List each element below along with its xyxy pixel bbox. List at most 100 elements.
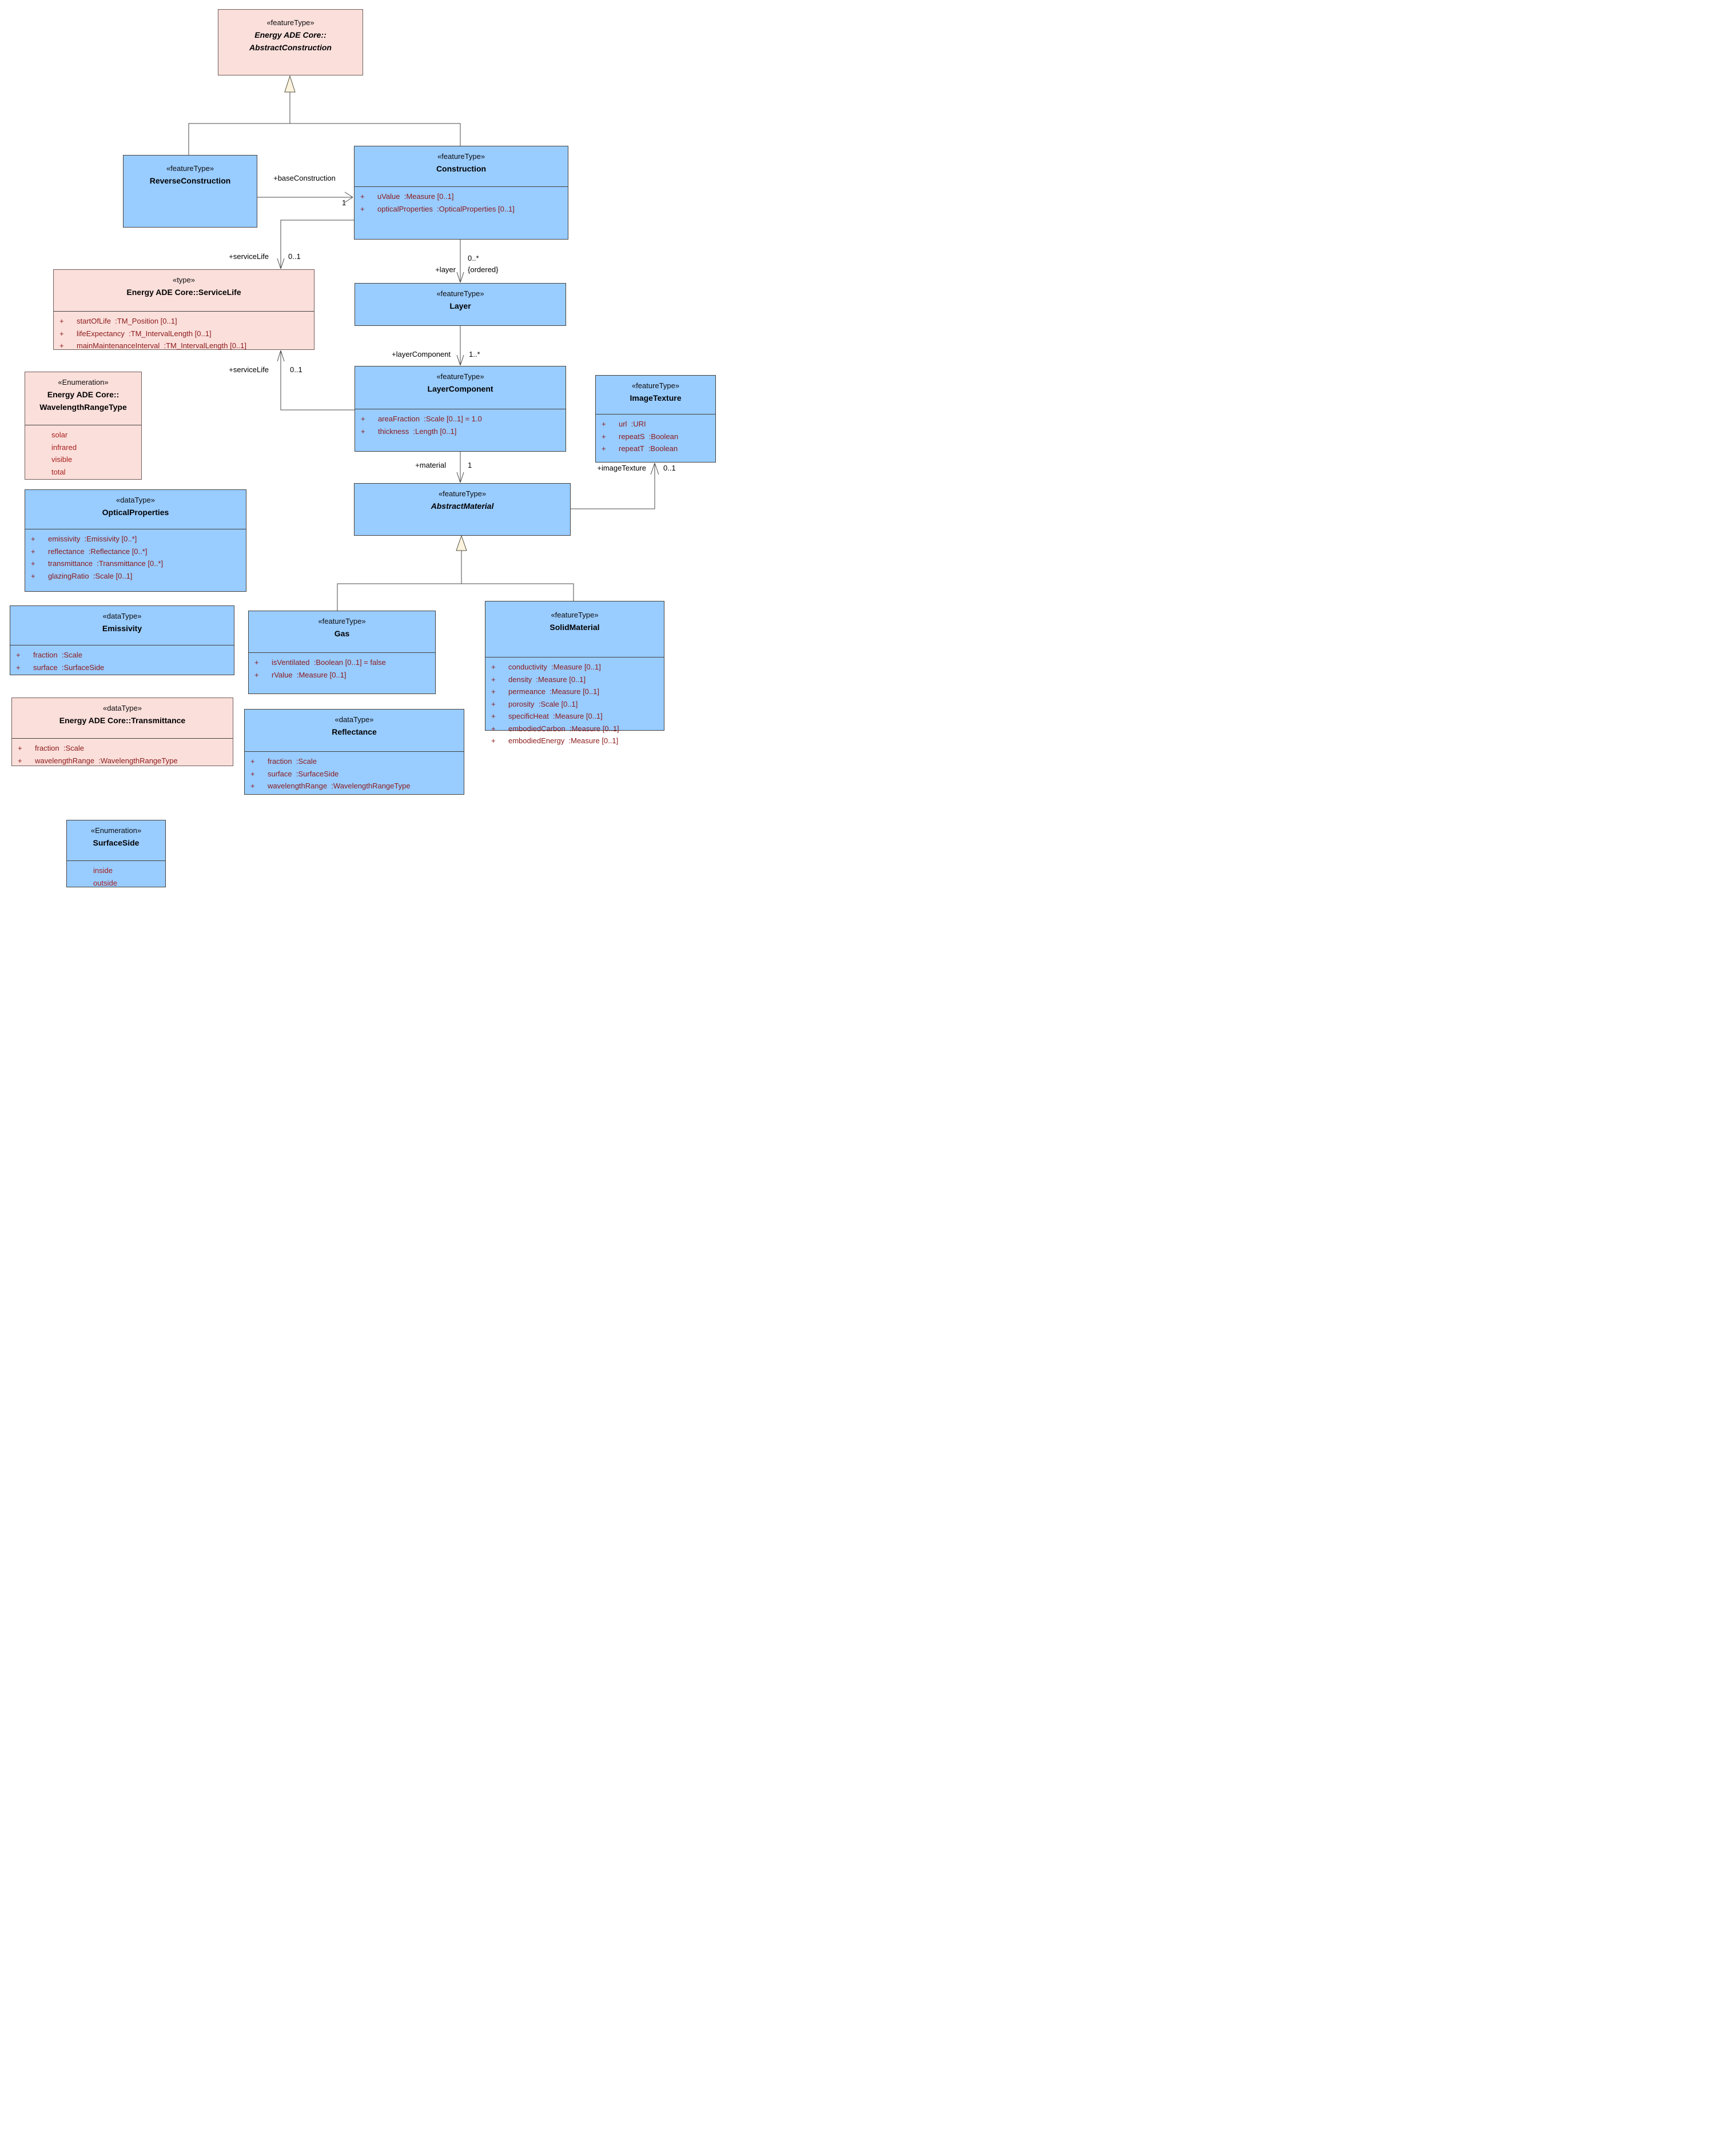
attribute-text: fraction :Scale xyxy=(33,651,82,659)
attribute-text: surface :SurfaceSide xyxy=(268,769,339,778)
visibility-sign: + xyxy=(491,675,496,684)
association-material xyxy=(456,452,464,483)
class-gas[interactable]: «featureType» Gas +isVentilated :Boolean… xyxy=(248,611,436,694)
attribute-row: + embodiedCarbon :Measure [0..1] xyxy=(485,723,664,735)
class-header: «featureType» Layer xyxy=(355,284,566,312)
class-header: «featureType» Gas xyxy=(249,611,435,652)
class-layer[interactable]: «featureType» Layer xyxy=(355,283,566,326)
attribute-row: +embodiedEnergy :Measure [0..1] xyxy=(485,735,664,747)
visibility-sign: + xyxy=(250,769,255,778)
attribute-text: opticalProperties :OpticalProperties [0.… xyxy=(377,204,515,213)
class-service-life[interactable]: «type» Energy ADE Core::ServiceLife +sta… xyxy=(53,269,314,350)
stereotype: «dataType» xyxy=(102,612,142,620)
class-name: Gas xyxy=(334,629,350,638)
class-abstract-material[interactable]: «featureType» AbstractMaterial xyxy=(354,483,571,536)
association-imagetexture xyxy=(571,463,659,509)
class-header: «type» Energy ADE Core::ServiceLife xyxy=(54,270,314,311)
visibility-sign: + xyxy=(361,427,365,436)
attribute-text: repeatS :Boolean xyxy=(619,432,679,441)
class-emissivity[interactable]: «dataType» Emissivity +fraction :Scale +… xyxy=(10,605,234,675)
class-transmittance[interactable]: «dataType» Energy ADE Core::Transmittanc… xyxy=(11,698,233,766)
attribute-text: fraction :Scale xyxy=(35,744,84,752)
attribute-row: +reflectance :Reflectance [0..*] xyxy=(25,545,246,558)
stereotype: «featureType» xyxy=(266,18,314,27)
attribute-row: + specificHeat :Measure [0..1] xyxy=(485,710,664,723)
attribute-text: wavelengthRange :WavelengthRangeType xyxy=(35,756,178,765)
visibility-sign: + xyxy=(602,432,606,441)
enumeration-surface-side[interactable]: «Enumeration» SurfaceSide inside outside xyxy=(66,820,166,887)
class-solid-material[interactable]: «featureType» SolidMaterial +conductivit… xyxy=(485,601,664,745)
attribute-compartment: +fraction :Scale +surface :SurfaceSide +… xyxy=(245,751,464,794)
stereotype: «featureType» xyxy=(436,372,484,381)
attribute-compartment: +url :URI +repeatS :Boolean +repeatT :Bo… xyxy=(596,414,715,462)
attribute-compartment: +isVentilated :Boolean [0..1] = false +r… xyxy=(249,652,435,694)
attribute-row: + repeatS :Boolean xyxy=(596,431,715,443)
attribute-text: surface :SurfaceSide xyxy=(33,663,105,672)
enum-literal: total xyxy=(51,467,66,476)
stereotype: «featureType» xyxy=(437,152,485,161)
attribute-compartment: + fraction :Scale + surface :SurfaceSide xyxy=(10,645,234,675)
attribute-text: specificHeat :Measure [0..1] xyxy=(508,712,603,720)
association-servicelife-bottom xyxy=(277,350,355,411)
attribute-row: +lifeExpectancy :TM_IntervalLength [0..1… xyxy=(54,328,314,340)
attribute-row: +uValue :Measure [0..1] xyxy=(355,190,568,203)
attribute-text: emissivity :Emissivity [0..*] xyxy=(48,535,137,543)
visibility-sign: + xyxy=(491,724,496,733)
stereotype: «featureType» xyxy=(436,289,484,298)
visibility-sign: + xyxy=(491,712,496,720)
class-name: Layer xyxy=(449,301,471,310)
class-header: «featureType» Energy ADE Core:: Abstract… xyxy=(218,10,363,54)
visibility-sign: + xyxy=(491,736,496,745)
attribute-compartment: +conductivity :Measure [0..1] +density :… xyxy=(485,657,664,747)
class-abstract-construction[interactable]: «featureType» Energy ADE Core:: Abstract… xyxy=(218,9,363,75)
class-layer-component[interactable]: «featureType» LayerComponent +areaFracti… xyxy=(355,366,566,452)
class-name: Construction xyxy=(436,164,487,173)
visibility-sign: + xyxy=(254,658,259,667)
attribute-row: +fraction :Scale xyxy=(12,742,233,755)
attribute-text: repeatT :Boolean xyxy=(619,444,678,453)
class-header: «featureType» Construction xyxy=(355,146,568,186)
attribute-row: + wavelengthRange :WavelengthRangeType xyxy=(245,780,464,792)
attribute-row: +wavelengthRange :WavelengthRangeType xyxy=(12,755,233,767)
enum-literal: inside xyxy=(93,866,113,875)
class-reverse-construction[interactable]: «featureType» ReverseConstruction xyxy=(123,155,257,228)
visibility-sign: + xyxy=(16,651,21,659)
association-layercomponent xyxy=(456,326,464,366)
attribute-row: +isVentilated :Boolean [0..1] = false xyxy=(249,656,435,669)
uml-class-diagram: «featureType» Energy ADE Core:: Abstract… xyxy=(0,0,723,896)
class-construction[interactable]: «featureType» Construction +uValue :Meas… xyxy=(354,146,568,240)
visibility-sign: + xyxy=(602,444,606,453)
stereotype: «featureType» xyxy=(631,381,680,390)
class-optical-properties[interactable]: «dataType» OpticalProperties +emissivity… xyxy=(25,489,246,592)
attribute-row: + surface :SurfaceSide xyxy=(245,768,464,780)
visibility-sign: + xyxy=(491,687,496,696)
attribute-text: embodiedCarbon :Measure [0..1] xyxy=(508,724,619,733)
attribute-compartment: +startOfLife :TM_Position [0..1] +lifeEx… xyxy=(54,311,314,352)
attribute-row: +rValue :Measure [0..1] xyxy=(249,669,435,682)
class-name: Energy ADE Core:: xyxy=(47,390,120,399)
multiplicity-layercomponent: 1..* xyxy=(469,350,480,358)
role-label-layer: +layer xyxy=(435,265,456,274)
attribute-compartment: +fraction :Scale +wavelengthRange :Wavel… xyxy=(12,738,233,767)
class-image-texture[interactable]: «featureType» ImageTexture +url :URI +re… xyxy=(595,375,716,463)
class-header: «featureType» LayerComponent xyxy=(355,366,566,409)
visibility-sign: + xyxy=(254,670,259,679)
attribute-row: +transmittance :Transmittance [0..*] xyxy=(25,557,246,570)
attribute-text: permeance :Measure [0..1] xyxy=(508,687,599,696)
attribute-compartment: +uValue :Measure [0..1] +opticalProperti… xyxy=(355,186,568,239)
enumeration-wavelength-range-type[interactable]: «Enumeration» Energy ADE Core:: Waveleng… xyxy=(25,372,142,480)
class-name: SurfaceSide xyxy=(93,838,140,847)
attribute-compartment: +areaFraction :Scale [0..1] = 1.0 +thick… xyxy=(355,409,566,451)
role-label-servicelife-top: +serviceLife xyxy=(229,252,269,261)
class-reflectance[interactable]: «dataType» Reflectance +fraction :Scale … xyxy=(244,709,464,795)
stereotype: «featureType» xyxy=(318,617,366,625)
visibility-sign: + xyxy=(250,782,255,790)
attribute-text: transmittance :Transmittance [0..*] xyxy=(48,559,164,568)
class-name: SolidMaterial xyxy=(550,623,600,632)
attribute-text: porosity :Scale [0..1] xyxy=(508,699,578,708)
attribute-row: +porosity :Scale [0..1] xyxy=(485,698,664,711)
attribute-row: + fraction :Scale xyxy=(10,649,234,661)
attribute-text: wavelengthRange :WavelengthRangeType xyxy=(268,782,411,790)
class-header: «dataType» OpticalProperties xyxy=(25,490,246,529)
role-label-servicelife-bottom: +serviceLife xyxy=(229,365,269,374)
